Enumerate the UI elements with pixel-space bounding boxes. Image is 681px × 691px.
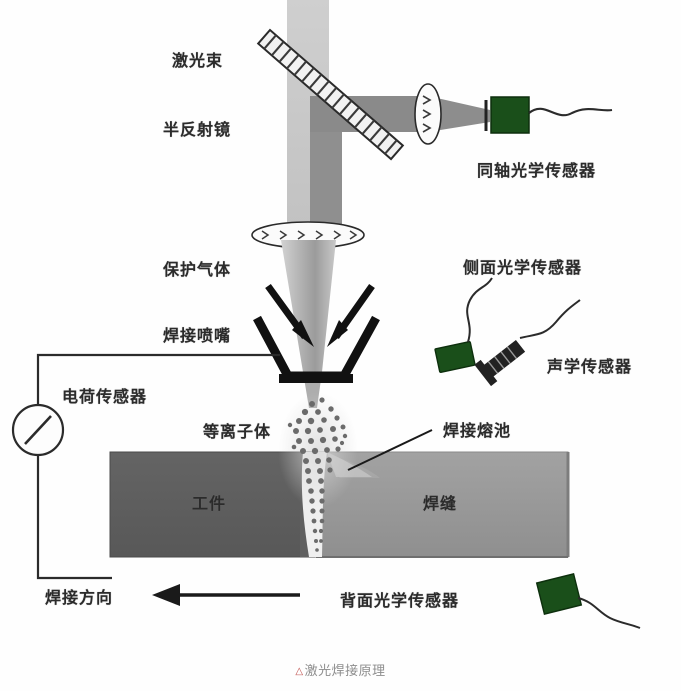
label-plasma: 等离子体 [203, 422, 272, 441]
label-coaxial-optical-sensor: 同轴光学传感器 [477, 161, 597, 180]
welding-direction-arrow [152, 584, 300, 606]
label-welding-nozzle: 焊接喷嘴 [163, 326, 232, 345]
side-optical-sensor-block [434, 277, 493, 373]
label-back-optical-sensor: 背面光学传感器 [340, 591, 460, 610]
label-weld-pool: 焊接熔池 [443, 421, 512, 440]
half-reflective-mirror-plate [256, 28, 405, 161]
plasma-dot-plume [278, 392, 358, 552]
caption-triangle-icon: △ [295, 666, 304, 677]
caption-text: 激光焊接原理 [304, 664, 386, 679]
label-half-mirror: 半反射镜 [163, 120, 232, 139]
label-workpiece: 工件 [192, 494, 227, 513]
label-welding-direction: 焊接方向 [45, 588, 114, 607]
coaxial-optical-sensor-block [484, 96, 613, 134]
shielding-gas-arrows [265, 283, 375, 347]
label-weld-seam: 焊缝 [423, 494, 458, 513]
figure-caption: △激光焊接原理 [0, 660, 681, 679]
back-optical-sensor-block [535, 573, 641, 629]
label-charge-sensor: 电荷传感器 [62, 387, 148, 406]
welding-nozzle-v-shape [253, 315, 380, 383]
weld-pool-leader-line [347, 429, 433, 471]
coaxial-focus-lens [414, 83, 442, 145]
label-side-optical-sensor: 侧面光学传感器 [463, 258, 583, 277]
charge-sensor-meter [11, 403, 65, 457]
label-acoustic-sensor: 声学传感器 [547, 357, 633, 376]
label-laser-beam: 激光束 [172, 51, 224, 70]
coaxial-converging-beam [428, 96, 490, 132]
charge-sensor-circuit-wire [36, 353, 280, 580]
label-shielding-gas: 保护气体 [163, 260, 232, 279]
acoustic-sensor-probe [474, 299, 581, 387]
